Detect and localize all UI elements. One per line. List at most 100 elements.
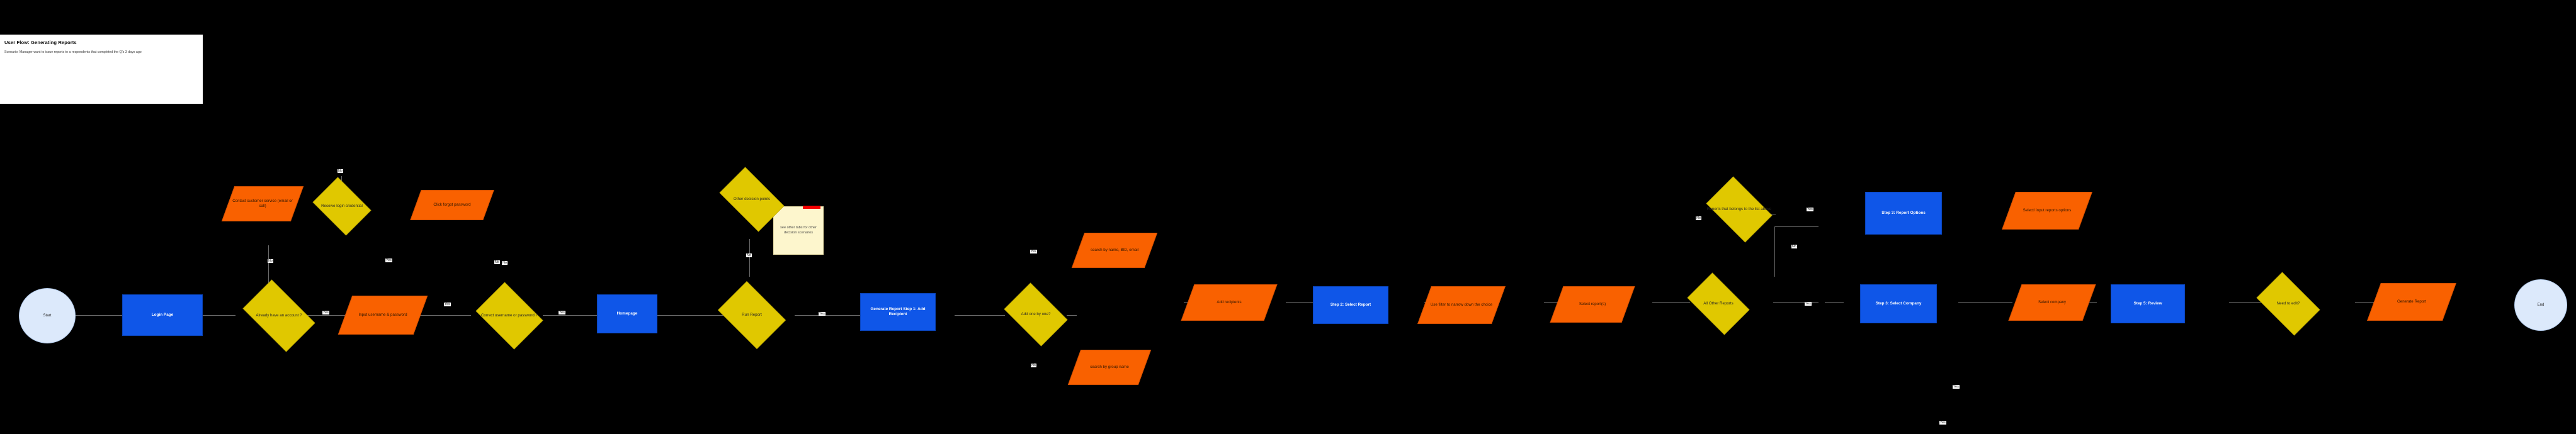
- edge-label-yes-reports-belongs: Yes: [1807, 208, 1813, 211]
- node-search-by-group-name[interactable]: search by group name: [1067, 350, 1152, 385]
- node-homepage-label: Homepage: [616, 311, 638, 316]
- edge-label-no-correct-creds: No: [494, 260, 500, 264]
- edge-company-select: [1958, 302, 2012, 303]
- sticky-note-label: see other tabs for other decision scenar…: [780, 226, 817, 235]
- node-select-input-report-options-label: Select/ input reports options: [2023, 208, 2072, 213]
- node-add-recipients[interactable]: Add recipients: [1181, 284, 1278, 321]
- edge-label-yes-correct-creds: Yes: [559, 311, 565, 314]
- node-reports-that-belongs-label: Reports that belongs to the list above: [1706, 207, 1772, 212]
- legend-scenario: Scenario: Manager want to issue reports …: [4, 50, 142, 54]
- edge-label-no-forgot-password: No: [502, 261, 508, 265]
- edge-addone-out: [1067, 315, 1077, 316]
- edge-addrecipients-step2: [1286, 302, 1336, 303]
- sticky-note: see other tabs for other decision scenar…: [773, 206, 824, 255]
- edge-label-yes-need-edit-2: Yes: [1939, 421, 1946, 425]
- node-click-forgot-password[interactable]: Click forgot password: [410, 190, 494, 220]
- edge-step3-company: [1825, 302, 1844, 303]
- node-homepage[interactable]: Homepage: [597, 294, 657, 333]
- node-step5-review-label: Step 5: Review: [2133, 301, 2162, 306]
- node-step3-report-options[interactable]: Step 3: Report Options: [1865, 192, 1942, 235]
- legend-title: User Flow: Generating Reports: [4, 40, 77, 45]
- note-tab-icon: [803, 206, 820, 209]
- node-need-to-edit-label: Need to edit?: [2276, 301, 2300, 306]
- edge-label-yes-all-other-reports: Yes: [1805, 302, 1812, 306]
- node-use-filter[interactable]: Use filter to narrow down the choice: [1417, 286, 1506, 324]
- node-generate-report[interactable]: Generate Report: [2367, 283, 2456, 321]
- edge-label-no-other-decision: No: [746, 253, 752, 257]
- edge-label-yes-receive-cred: Yes: [385, 259, 392, 262]
- edge-label-no-already-account: No: [338, 169, 343, 173]
- node-start-label: Start: [43, 313, 52, 318]
- edge-run-generate: [795, 315, 871, 316]
- node-search-by-name-bid-email-label: search by name, BID, email: [1091, 248, 1138, 253]
- node-already-have-account[interactable]: Already have an account ?: [235, 279, 322, 352]
- node-correct-username-password[interactable]: Correct username or password ?: [471, 282, 548, 350]
- node-add-recipients-label: Add recipients: [1217, 300, 1242, 305]
- legend-box: User Flow: Generating Reports Scenario: …: [0, 35, 203, 104]
- edge-label-no-all-other-reports: No: [1696, 216, 1701, 220]
- node-input-username-password-label: Input username & password: [358, 313, 407, 318]
- node-select-reports[interactable]: Select report(s): [1550, 286, 1635, 323]
- node-step2-select-report-label: Step 2: Select Report: [1330, 303, 1371, 307]
- node-step2-select-report[interactable]: Step 2: Select Report: [1313, 286, 1388, 324]
- node-end-label: End: [2537, 303, 2545, 308]
- edge-select-allother: [1652, 302, 1690, 303]
- node-use-filter-label: Use filter to narrow down the choice: [1430, 303, 1493, 308]
- edge-label-yes-run-report: Yes: [819, 312, 826, 316]
- node-receive-login-credential-label: Receive login credential: [321, 204, 363, 209]
- edge-account-yes: [300, 315, 350, 316]
- node-contact-customer-service-label: Contact customer service (email or call): [232, 199, 293, 208]
- node-add-one-by-one-label: Add one by one?: [1021, 312, 1051, 317]
- edge-label-no-reports-belongs: No: [1791, 245, 1797, 248]
- node-contact-customer-service[interactable]: Contact customer service (email or call): [221, 186, 304, 221]
- node-select-reports-label: Select report(s): [1579, 302, 1606, 307]
- node-correct-username-password-label: Correct username or password ?: [480, 313, 538, 318]
- edge-account-no-up: [268, 245, 269, 283]
- edge-login-account: [203, 315, 235, 316]
- edge-allother-up: [1774, 226, 1775, 277]
- edge-label-no-contact-service: No: [268, 259, 273, 263]
- edge-label-yes-add-one-by-one: Yes: [1030, 250, 1037, 253]
- node-other-decision-points-label: Other decision points: [733, 197, 771, 202]
- edge-allother-step3: [1773, 302, 1819, 303]
- edge-edit-generate: [2229, 302, 2271, 303]
- edge-generate-addone: [955, 315, 1005, 316]
- edge-homepage-run: [656, 315, 732, 316]
- node-select-input-report-options[interactable]: Select/ input reports options: [2002, 192, 2092, 230]
- node-input-username-password[interactable]: Input username & password: [338, 296, 428, 335]
- node-need-to-edit[interactable]: Need to edit?: [2250, 272, 2326, 336]
- node-other-decision-points[interactable]: Other decision points: [713, 167, 791, 232]
- node-login-page[interactable]: Login Page: [122, 294, 203, 336]
- node-already-have-account-label: Already have an account ?: [256, 313, 302, 318]
- edge-label-no-add-one-by-one: No: [1031, 364, 1036, 367]
- edge-label-yes-already-account: Yes: [322, 311, 329, 314]
- node-click-forgot-password-label: Click forgot password: [433, 203, 471, 208]
- edge-input-correct: [418, 315, 471, 316]
- node-all-other-reports-label: All Other Reports: [1703, 301, 1733, 306]
- edge-belongs-step3: [1774, 226, 1819, 227]
- node-start[interactable]: Start: [19, 288, 76, 343]
- node-step3-report-options-label: Step 3: Report Options: [1881, 211, 1926, 215]
- node-run-report-label: Run Report: [742, 313, 762, 318]
- node-step3-select-company[interactable]: Step 3: Select Company: [1860, 284, 1937, 323]
- node-select-company[interactable]: Select company: [2008, 284, 2096, 321]
- node-step3-select-company-label: Step 3: Select Company: [1875, 301, 1922, 306]
- node-run-report[interactable]: Run Report: [713, 281, 791, 349]
- node-end[interactable]: End: [2514, 279, 2567, 331]
- edge-other-decision-down: [749, 239, 750, 277]
- edge-label-yes-need-edit-1: Yes: [1953, 385, 1960, 389]
- node-receive-login-credential[interactable]: Receive login credential: [309, 177, 375, 236]
- node-search-by-name-bid-email[interactable]: search by name, BID, email: [1071, 233, 1158, 268]
- edge-label-yes-input-creds: Yes: [444, 303, 451, 306]
- edge-correct-homepage: [543, 315, 599, 316]
- node-all-other-reports[interactable]: All Other Reports: [1681, 272, 1756, 335]
- edge-start-login: [76, 315, 122, 316]
- node-reports-that-belongs[interactable]: Reports that belongs to the list above: [1700, 176, 1778, 243]
- node-login-page-label: Login Page: [151, 313, 174, 317]
- node-add-one-by-one[interactable]: Add one by one?: [999, 282, 1073, 347]
- node-search-by-group-name-label: search by group name: [1090, 365, 1129, 370]
- node-generate-report-step1[interactable]: Generate Report Step 1: Add Recipient: [860, 293, 936, 331]
- node-step5-review[interactable]: Step 5: Review: [2111, 284, 2185, 323]
- node-generate-report-label: Generate Report: [2397, 299, 2427, 304]
